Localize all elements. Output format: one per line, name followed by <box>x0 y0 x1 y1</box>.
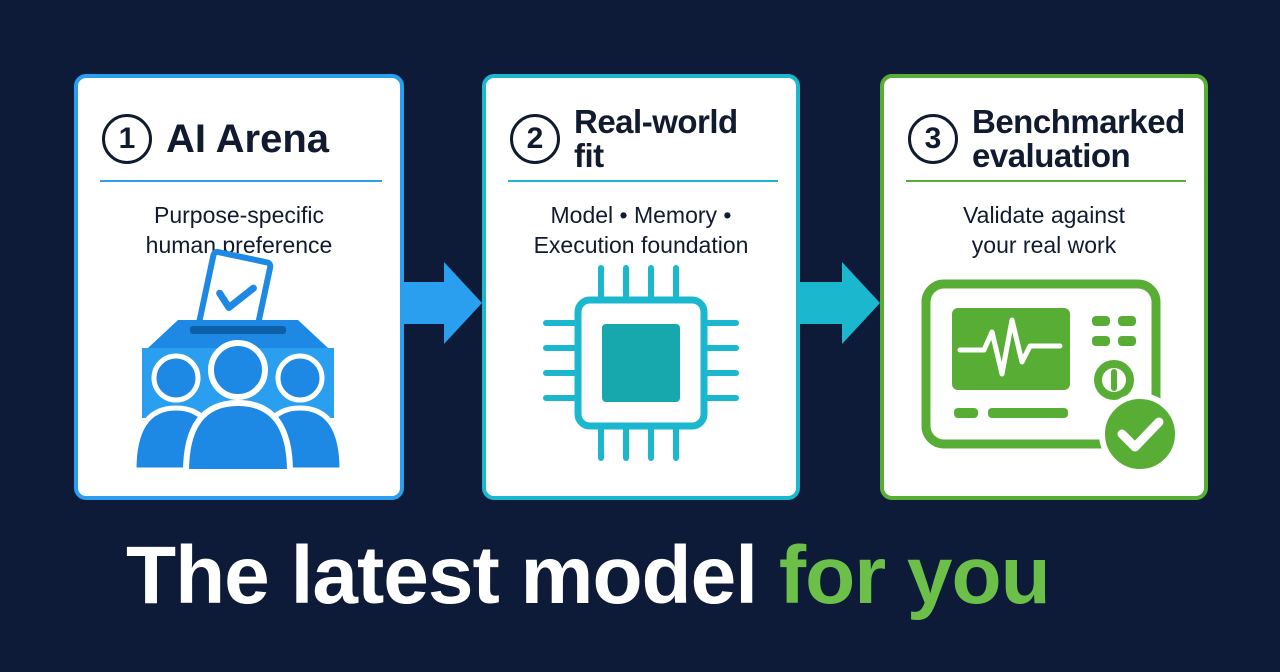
step-title: AI Arena <box>166 116 330 161</box>
arrow-right-icon <box>402 262 482 344</box>
tagline-accent: for you <box>778 530 1051 621</box>
subtitle-line: Validate against <box>963 202 1125 228</box>
step-subtitle: Purpose-specific human preference <box>88 200 390 260</box>
step-title: Benchmarked evaluation <box>972 105 1185 172</box>
step-card-real-world-fit: 2 Real-world fit Model • Memory • Execut… <box>482 74 800 500</box>
step-subtitle: Model • Memory • Execution foundation <box>496 200 786 260</box>
step-card-ai-arena: 1 AI Arena Purpose-specific human prefer… <box>74 74 404 500</box>
title-line: fit <box>574 137 604 174</box>
subtitle-line: Purpose-specific <box>153 202 325 228</box>
divider <box>906 180 1186 182</box>
step-header: 2 Real-world fit <box>510 98 780 180</box>
step-header: 3 Benchmarked evaluation <box>908 98 1188 180</box>
subtitle-line: your real work <box>971 232 1117 258</box>
subtitle-line: Execution foundation <box>533 232 749 258</box>
tagline: The latest model for you <box>126 526 1051 626</box>
monitor-checkmark-icon <box>921 279 1181 475</box>
ballot-box-voters-icon <box>131 248 345 473</box>
title-line: Benchmarked <box>972 103 1185 141</box>
tagline-main: The latest model <box>126 530 779 621</box>
title-line: evaluation <box>972 137 1131 174</box>
arrow-right-icon <box>800 262 880 344</box>
step-subtitle: Validate against your real work <box>894 200 1194 260</box>
step-header: 1 AI Arena <box>102 98 384 180</box>
step-title: Real-world fit <box>574 105 738 172</box>
subtitle-line: Model • Memory • <box>550 202 732 228</box>
divider <box>508 180 778 182</box>
chip-icon <box>543 265 739 461</box>
step-number-badge: 2 <box>510 114 560 164</box>
step-number-badge: 3 <box>908 114 958 164</box>
title-line: Real-world <box>574 103 738 141</box>
divider <box>100 180 382 182</box>
step-card-benchmarked-evaluation: 3 Benchmarked evaluation Validate agains… <box>880 74 1208 500</box>
step-number-badge: 1 <box>102 114 152 164</box>
